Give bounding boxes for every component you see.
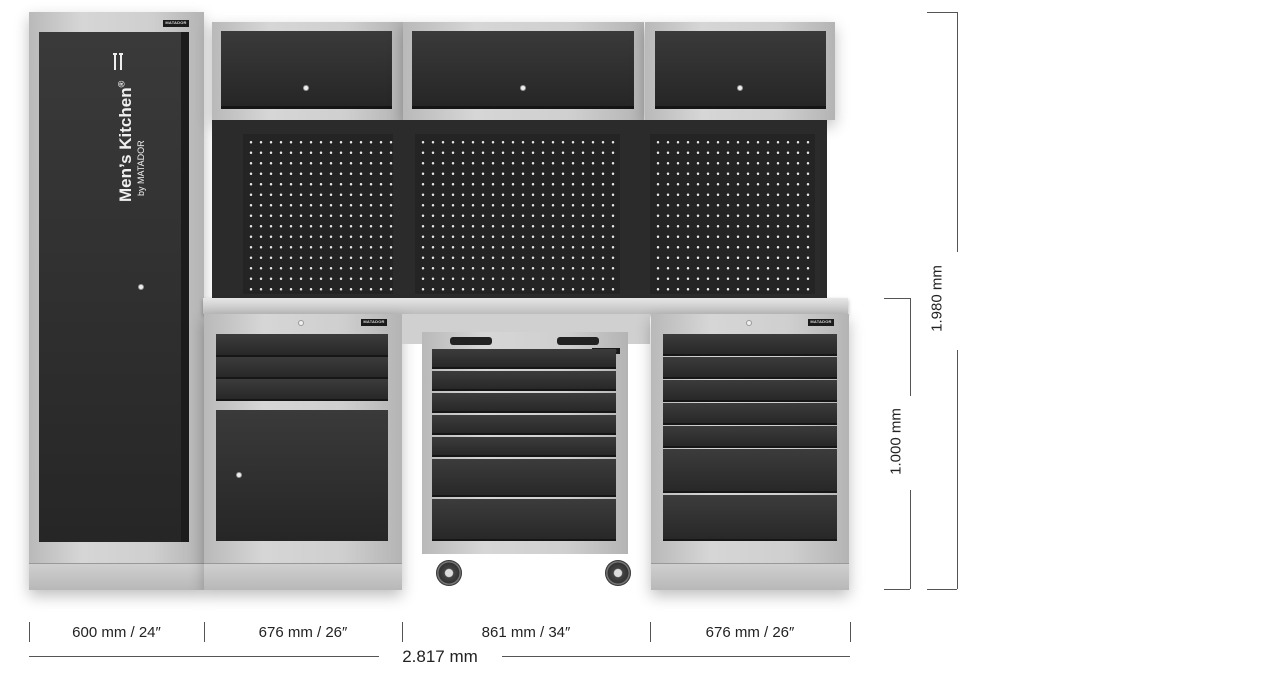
wall-cabinet-right-knob[interactable] (737, 85, 743, 91)
left-base-drawer-1[interactable] (216, 334, 388, 357)
right-base-badge: MATADOR (808, 319, 834, 326)
dim-width-left-cabinet: 676 mm / 26″ (258, 624, 348, 641)
wall-cabinet-middle-door[interactable] (412, 31, 634, 109)
tall-cabinet-door[interactable] (39, 32, 189, 542)
dim-tick-4 (650, 622, 651, 642)
wall-cabinet-middle-knob[interactable] (520, 85, 526, 91)
dim-counter-height: 1.000 mm (887, 408, 905, 475)
dim-counter-top-tick (884, 298, 910, 299)
left-base-drawer-2[interactable] (216, 357, 388, 379)
right-base-drawer-5[interactable] (663, 426, 837, 448)
dim-width-trolley: 861 mm / 34″ (481, 624, 571, 641)
trolley-drawer-5[interactable] (432, 437, 616, 457)
left-base-badge: MATADOR (361, 319, 387, 326)
dim-counter-line-top (910, 298, 911, 396)
trolley-drawer-7[interactable] (432, 499, 616, 541)
trolley-drawer-6[interactable] (432, 459, 616, 497)
dim-width-tall: 600 mm / 24″ (72, 624, 161, 641)
tall-cabinet-badge: MATADOR (163, 20, 189, 27)
dim-counter-line-bottom (910, 490, 911, 589)
right-base-drawer-3[interactable] (663, 380, 837, 402)
trolley-drawer-2[interactable] (432, 371, 616, 391)
dim-total-height: 1.980 mm (928, 265, 946, 332)
tall-cabinet-knob[interactable] (138, 284, 144, 290)
left-base-top-knob[interactable] (298, 320, 304, 326)
wall-cabinet-left-knob[interactable] (303, 85, 309, 91)
dim-tick-1 (29, 622, 30, 642)
dim-width-right-cabinet: 676 mm / 26″ (705, 624, 795, 641)
wrench-icon (112, 52, 130, 72)
dim-tick-5 (850, 622, 851, 642)
pegboard-panel-middle (415, 134, 620, 294)
right-base-drawer-4[interactable] (663, 403, 837, 425)
dim-counter-bottom-tick (884, 589, 910, 590)
pegboard-panel-right (650, 134, 815, 294)
dim-height-line-top (957, 12, 958, 252)
trolley-wheel-left (436, 560, 462, 586)
pegboard-panel-left (243, 134, 393, 294)
tall-cabinet-plinth (29, 563, 204, 590)
trolley-handle-left[interactable] (450, 337, 492, 345)
left-base-plinth (204, 563, 402, 590)
brand-byline: by MATADOR (136, 140, 146, 196)
left-base-drawer-3[interactable] (216, 379, 388, 401)
dim-height-line-bottom (957, 350, 958, 589)
worktop (203, 298, 848, 314)
left-base-door[interactable] (216, 410, 388, 541)
dim-height-top-tick (927, 12, 957, 13)
wall-cabinet-left-door[interactable] (221, 31, 392, 109)
trolley-handle-right[interactable] (557, 337, 599, 345)
dim-total-line-right (502, 656, 850, 657)
right-base-drawer-6[interactable] (663, 449, 837, 493)
dim-total-width: 2.817 mm (402, 647, 478, 666)
right-base-drawer-7[interactable] (663, 495, 837, 541)
right-base-drawer-2[interactable] (663, 357, 837, 379)
dim-tick-2 (204, 622, 205, 642)
dim-height-bottom-tick (927, 589, 957, 590)
brand-name: Men’s Kitchen (116, 87, 135, 202)
trolley-drawer-1[interactable] (432, 349, 616, 369)
wall-cabinet-right-door[interactable] (655, 31, 826, 109)
trolley-wheel-right (605, 560, 631, 586)
trolley-drawer-3[interactable] (432, 393, 616, 413)
right-base-plinth (651, 563, 849, 590)
right-base-drawer-1[interactable] (663, 334, 837, 356)
trolley-drawer-4[interactable] (432, 415, 616, 435)
left-base-door-knob[interactable] (236, 472, 242, 478)
dim-tick-3 (402, 622, 403, 642)
dim-total-line-left (29, 656, 379, 657)
brand-trademark: ® (116, 80, 127, 88)
right-base-top-knob[interactable] (746, 320, 752, 326)
brand-logo: Men’s Kitchen® by MATADOR (116, 81, 146, 202)
